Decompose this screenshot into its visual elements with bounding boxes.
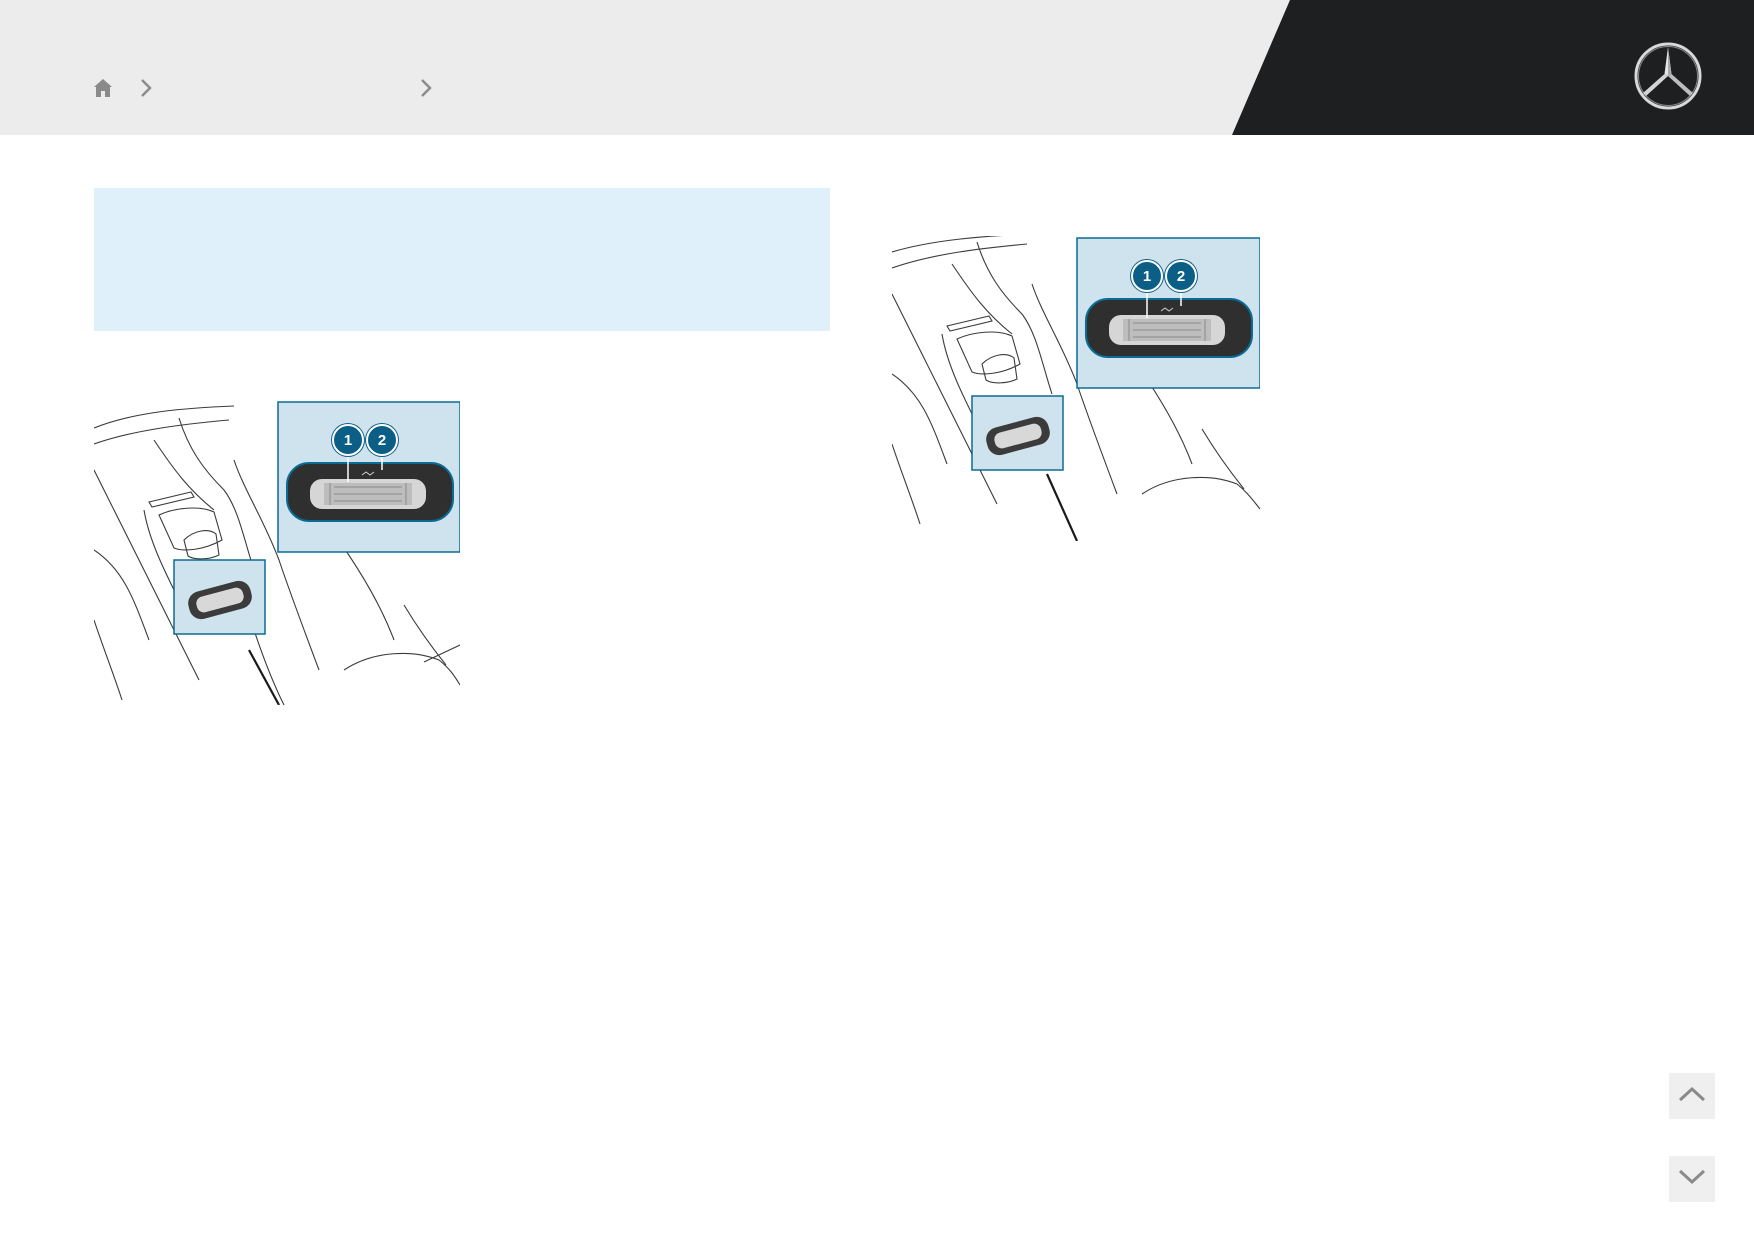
breadcrumb-item-2[interactable] xyxy=(436,75,696,101)
scroll-up-button[interactable] xyxy=(1669,1073,1715,1119)
center-console-illustration-right: 1 2 xyxy=(892,236,1260,541)
scroll-down-button[interactable] xyxy=(1669,1156,1715,1202)
callout-1: 1 xyxy=(332,424,364,456)
callout-2: 2 xyxy=(366,424,398,456)
breadcrumb-item-1[interactable] xyxy=(156,75,416,101)
breadcrumb xyxy=(90,72,696,104)
chevron-right-icon xyxy=(416,75,436,101)
chevron-down-icon xyxy=(1677,1167,1707,1192)
home-icon[interactable] xyxy=(90,75,116,101)
callout-1: 1 xyxy=(1131,260,1163,292)
center-console-illustration-left: 1 2 xyxy=(94,400,460,705)
info-box xyxy=(94,188,830,331)
chevron-right-icon xyxy=(136,75,156,101)
callout-2: 2 xyxy=(1165,260,1197,292)
page-header xyxy=(0,0,1754,135)
mercedes-star-logo xyxy=(1633,41,1703,111)
header-dark-band xyxy=(1232,0,1754,135)
chevron-up-icon xyxy=(1677,1084,1707,1109)
